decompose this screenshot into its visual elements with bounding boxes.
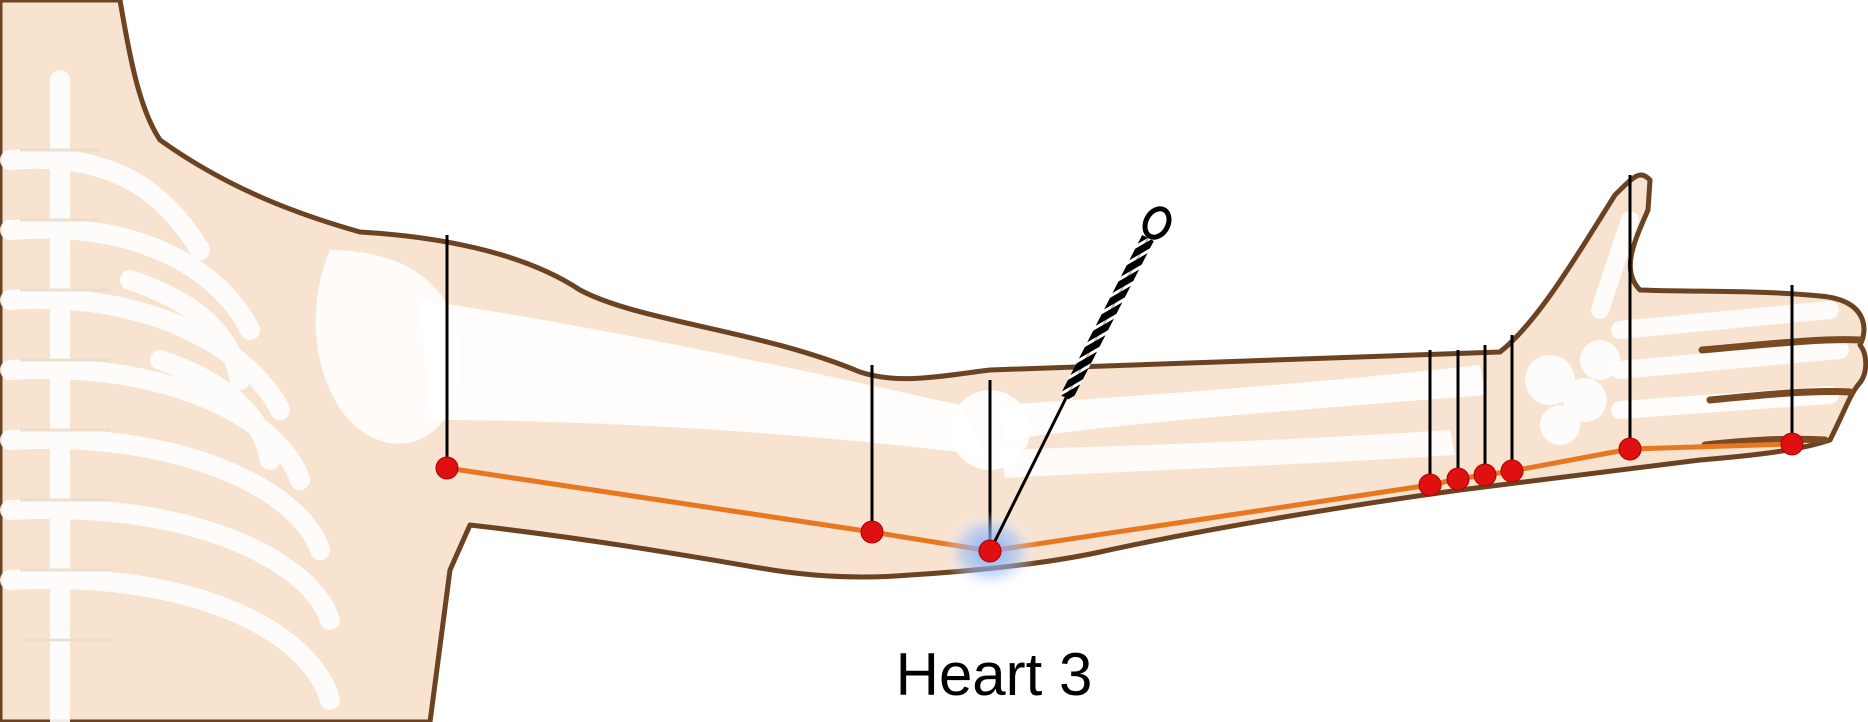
point-heart-2 [861, 521, 883, 543]
point-heart-9 [1781, 433, 1803, 455]
point-label: Heart 3 [0, 640, 1868, 710]
needle-handle-loop [1140, 205, 1174, 242]
point-heart-5 [1447, 468, 1469, 490]
point-heart-1 [436, 457, 458, 479]
point-heart-7 [1501, 460, 1523, 482]
point-heart-6 [1474, 464, 1496, 486]
point-heart-8 [1619, 438, 1641, 460]
point-heart-3 [979, 540, 1001, 562]
point-heart-4 [1419, 474, 1441, 496]
